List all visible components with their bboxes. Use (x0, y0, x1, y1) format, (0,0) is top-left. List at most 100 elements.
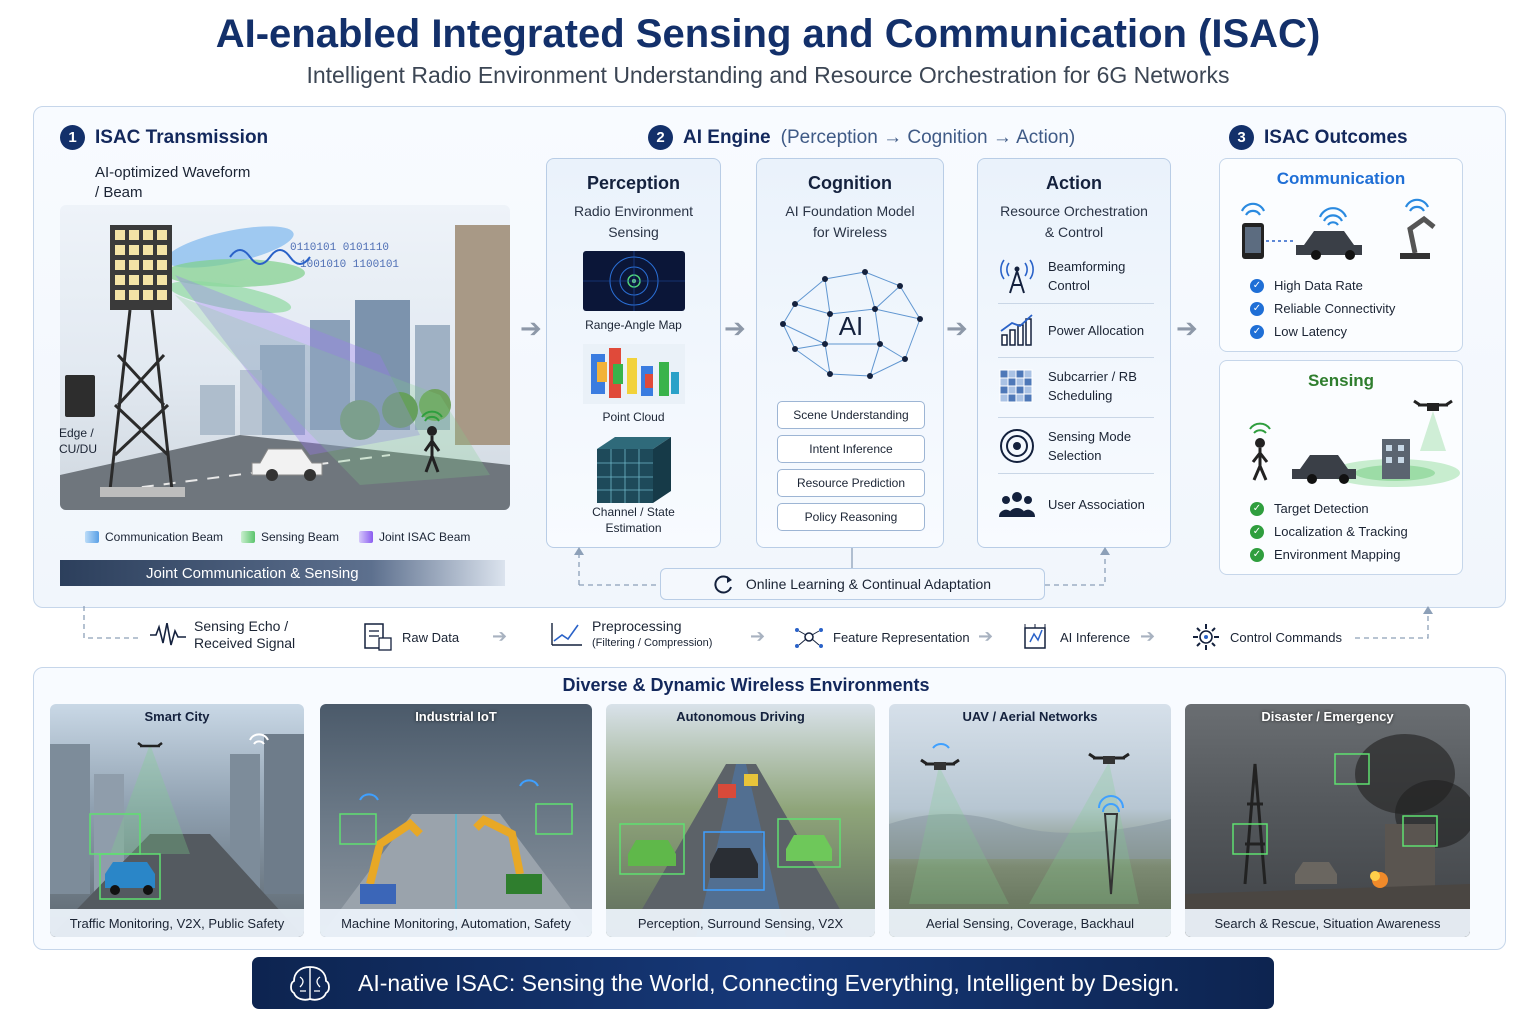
footer-text: AI-native ISAC: Sensing the World, Conne… (358, 969, 1180, 996)
env-title-industrial-iot: Industrial IoT (415, 709, 497, 724)
antenna-tower-icon (1000, 259, 1034, 294)
flow-label-ai-inference: AI Inference (1060, 629, 1131, 645)
feature-nodes-icon (795, 628, 823, 648)
communication-label-latency: Low Latency (1274, 324, 1347, 339)
pill-resource-prediction: Resource Prediction (777, 469, 925, 497)
resource-grid-icon (999, 369, 1033, 403)
env-title-uav: UAV / Aerial Networks (962, 709, 1098, 724)
flow-ai-inference: AI Inference (1020, 622, 1130, 652)
env-title-smart-city: Smart City (144, 709, 210, 724)
sensing-item-detection: ✓ Target Detection (1250, 501, 1369, 516)
document-icon (364, 623, 392, 651)
communication-devices-illustration (1240, 198, 1436, 260)
divider (998, 473, 1154, 474)
waveform-label: AI-optimized Waveform / Beam (95, 164, 251, 201)
disaster-illustration (1185, 734, 1470, 937)
env-caption-disaster: Search & Rescue, Situation Awareness (1185, 909, 1470, 937)
smart-city-illustration (50, 733, 304, 937)
flow-preprocessing-text: Preprocessing (Filtering / Compression) (592, 618, 712, 652)
perception-title: Perception (586, 173, 681, 193)
pill-intent-inference: Intent Inference (777, 435, 925, 463)
legend-communication-beam: Communication Beam (85, 530, 223, 544)
legend-swatch-joint (359, 531, 373, 543)
check-icon: ✓ (1250, 524, 1264, 539)
divider (998, 357, 1154, 358)
communication-label-reliable: Reliable Connectivity (1274, 301, 1396, 316)
perception-subtitle: Radio Environment Sensing (573, 203, 694, 240)
check-icon: ✓ (1250, 278, 1264, 293)
cognition-card: Cognition AI Foundation Model for Wirele… (756, 158, 944, 548)
flow-preprocessing: Preprocessing (Filtering / Compression) (550, 618, 712, 652)
section-engine-subtitle: (Perception → Cognition → Action) (780, 126, 1076, 148)
arrow-right-icon: ➔ (724, 313, 746, 343)
action-label-sensing-mode: Sensing Mode Selection (1048, 429, 1132, 463)
check-icon: ✓ (1250, 501, 1264, 516)
communication-outcome-title: Communication (1276, 169, 1406, 188)
action-label-user-association: User Association (1048, 496, 1145, 512)
autonomous-driving-illustration (619, 764, 856, 937)
ai-core-label: AI (838, 311, 864, 341)
action-card: Action Resource Orchestration & Control … (977, 158, 1171, 548)
sensing-outcome-title: Sensing (1307, 371, 1375, 390)
page-subtitle: Intelligent Radio Environment Understand… (306, 62, 1230, 88)
feedback-loop-lines (574, 547, 1110, 586)
arrow-right-icon: ➔ (978, 626, 994, 646)
online-learning-label: Online Learning & Continual Adaptation (745, 576, 992, 592)
footer-banner: AI-native ISAC: Sensing the World, Conne… (252, 957, 1274, 1009)
flow-raw-data: Raw Data (362, 622, 459, 652)
flow-control-commands: Control Commands (1190, 622, 1342, 652)
section-outcomes-header: 3 ISAC Outcomes (1229, 125, 1408, 150)
chart-line-icon (551, 623, 582, 646)
action-item-sensing-mode: Sensing Mode Selection (998, 427, 1154, 465)
communication-item-reliable: ✓ Reliable Connectivity (1250, 301, 1395, 316)
arrow-right-icon: ➔ (946, 313, 968, 343)
cognition-subtitle: AI Foundation Model for Wireless (785, 203, 915, 240)
sensing-label-mapping: Environment Mapping (1274, 547, 1401, 562)
transmission-scene-illustration: 0110101 0101110 1001010 1100101 (60, 225, 510, 510)
section-transmission-header: 1 ISAC Transmission (60, 125, 268, 150)
flow-sensing-echo: Sensing Echo / Received Signal (150, 618, 304, 652)
check-icon: ✓ (1250, 324, 1264, 339)
env-title-autonomous-driving: Autonomous Driving (676, 709, 805, 724)
legend-label-communication: Communication Beam (105, 530, 224, 544)
legend-swatch-sensing (241, 531, 255, 543)
channel-state-cube-icon (597, 437, 671, 503)
action-title: Action (1046, 173, 1102, 193)
sensing-label-localization: Localization & Tracking (1274, 524, 1408, 539)
section-outcomes-title: ISAC Outcomes (1264, 126, 1408, 148)
communication-outcome-card: Communication ✓ High Data Rate ✓ Reliabl… (1219, 158, 1463, 352)
action-label-scheduling: Subcarrier / RB Scheduling (1048, 369, 1137, 403)
industrial-iot-illustration (320, 779, 592, 937)
edge-cu-du-label: Edge / CU/DU (59, 426, 97, 456)
legend-joint-beam: Joint ISAC Beam (359, 530, 470, 544)
legend-label-joint: Joint ISAC Beam (379, 530, 471, 544)
refresh-cycle-icon (714, 575, 732, 594)
data-flow-row: Sensing Echo / Received Signal Raw Data … (60, 612, 1440, 660)
target-icon (1000, 429, 1034, 463)
perception-card: Perception Radio Environment Sensing Ran… (546, 158, 721, 548)
check-icon: ✓ (1250, 301, 1264, 316)
flow-label-filtering: (Filtering / Compression) (592, 637, 713, 649)
divider (998, 417, 1154, 418)
sensing-targets-illustration (1249, 399, 1460, 487)
action-item-scheduling: Subcarrier / RB Scheduling (998, 367, 1154, 405)
point-cloud-icon (583, 344, 685, 404)
arrow-right-icon: ➔ (1140, 626, 1156, 646)
page-title: AI-enabled Integrated Sensing and Commun… (215, 12, 1321, 56)
flow-feature-representation: Feature Representation (793, 622, 970, 652)
env-caption-autonomous-driving: Perception, Surround Sensing, V2X (606, 909, 875, 937)
legend-label-sensing: Sensing Beam (261, 530, 340, 544)
arrow-right-icon: ➔ (492, 626, 508, 646)
power-bar-chart-icon (1000, 314, 1033, 346)
communication-item-latency: ✓ Low Latency (1250, 324, 1347, 339)
svg-text:0110101 0101110: 0110101 0101110 (290, 242, 389, 254)
env-caption-uav: Aerial Sensing, Coverage, Backhaul (889, 909, 1171, 937)
point-cloud-label: Point Cloud (602, 410, 665, 424)
flow-label-feature-representation: Feature Representation (833, 629, 970, 645)
joint-communication-sensing-bar: Joint Communication & Sensing (60, 560, 505, 586)
action-label-beamforming: Beamforming Control (1048, 259, 1126, 293)
ai-inference-icon (1024, 624, 1046, 649)
range-angle-map-label: Range-Angle Map (585, 318, 682, 332)
communication-item-data-rate: ✓ High Data Rate (1250, 278, 1363, 293)
communication-label-data-rate: High Data Rate (1274, 278, 1363, 293)
